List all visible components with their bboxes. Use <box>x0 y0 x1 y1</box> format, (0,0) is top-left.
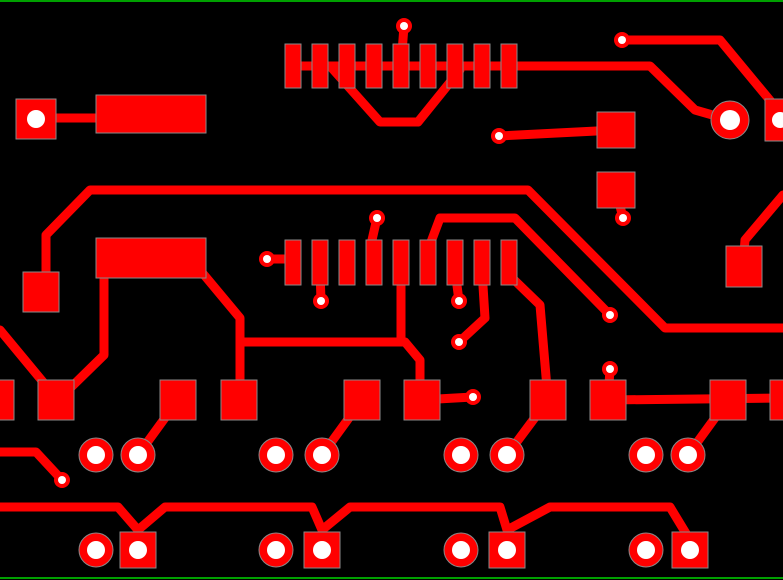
smd-pad <box>338 239 356 286</box>
square-pad <box>220 379 258 421</box>
smd-pad <box>446 43 464 89</box>
square-pad <box>589 379 627 421</box>
trace <box>0 265 109 405</box>
ic-middle <box>284 239 518 286</box>
smd-pad <box>419 239 437 286</box>
drill-hole <box>452 541 470 559</box>
drill-hole <box>452 446 470 464</box>
drill-hole <box>87 541 105 559</box>
drill-hole <box>267 541 285 559</box>
square-pad <box>119 531 157 569</box>
via <box>259 251 275 267</box>
via <box>451 334 467 350</box>
trace <box>617 35 783 115</box>
smd-pad <box>365 239 383 286</box>
trace <box>325 61 465 127</box>
trace <box>0 447 67 485</box>
via <box>451 293 467 309</box>
square-pad <box>37 379 75 421</box>
square-pad <box>709 379 747 421</box>
drill-holes <box>27 110 783 559</box>
drill-hole <box>87 446 105 464</box>
drill-hole <box>129 446 147 464</box>
square-pad <box>769 379 783 421</box>
via <box>369 210 385 226</box>
vias <box>54 18 631 488</box>
trace <box>423 213 615 320</box>
drill-hole <box>679 446 697 464</box>
drill-hole <box>720 110 740 130</box>
drill-hole <box>772 112 783 128</box>
via <box>491 128 507 144</box>
via <box>54 472 70 488</box>
smd-pad <box>500 43 518 89</box>
drill-hole <box>637 541 655 559</box>
square-pad <box>343 379 381 421</box>
ic-top <box>284 43 518 89</box>
smd-pad <box>338 43 356 89</box>
drill-hole <box>498 541 516 559</box>
smd-pad <box>473 239 491 286</box>
square-pad <box>529 379 567 421</box>
smd-pad <box>311 239 329 286</box>
square-pad <box>0 379 15 421</box>
smd-pad <box>446 239 464 286</box>
drill-hole <box>313 446 331 464</box>
smd-pad <box>473 43 491 89</box>
smd-pad <box>311 43 329 89</box>
smd-pad <box>365 43 383 89</box>
drill-hole <box>681 541 699 559</box>
trace <box>41 185 783 333</box>
drill-hole <box>498 446 516 464</box>
via <box>396 18 412 34</box>
drill-hole <box>637 446 655 464</box>
trace <box>195 265 245 405</box>
via <box>313 293 329 309</box>
drill-hole <box>129 541 147 559</box>
via <box>615 210 631 226</box>
large-smd-pad <box>95 94 207 134</box>
drill-hole <box>27 110 45 128</box>
via <box>465 389 481 405</box>
via <box>614 32 630 48</box>
trace <box>454 265 490 347</box>
smd-pad <box>500 239 518 286</box>
smd-pad <box>284 43 302 89</box>
smd-pad <box>419 43 437 89</box>
via <box>602 307 618 323</box>
square-pad <box>22 271 60 313</box>
square-pad <box>403 379 441 421</box>
drill-hole <box>267 446 285 464</box>
square-pad <box>159 379 197 421</box>
smd-pad <box>392 43 410 89</box>
smd-pad <box>284 239 302 286</box>
large-smd-pad <box>95 237 207 279</box>
via <box>602 361 618 377</box>
trace <box>502 270 553 460</box>
square-pad <box>725 245 763 288</box>
drill-hole <box>313 541 331 559</box>
square-pad <box>596 171 636 209</box>
smd-pad <box>392 239 410 286</box>
trace <box>0 502 695 545</box>
square-pad <box>596 111 636 149</box>
